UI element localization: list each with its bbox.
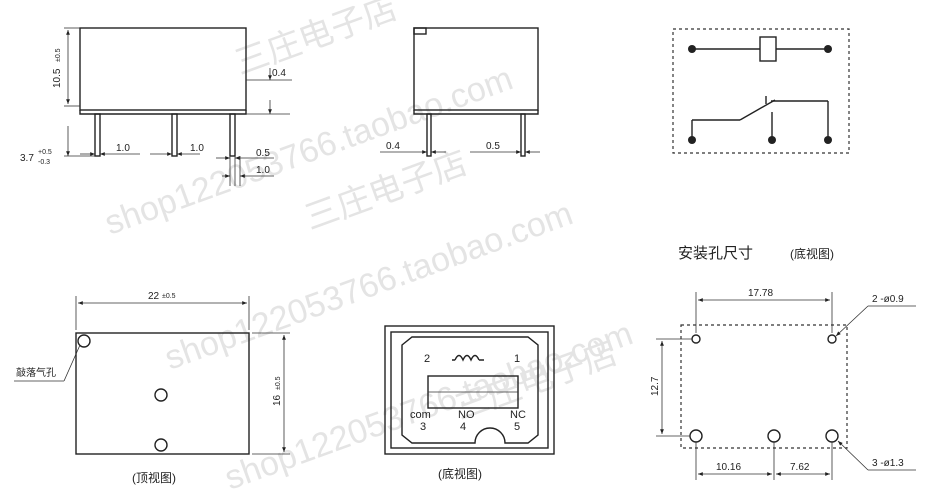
pin2-label: 2 [424,353,430,365]
relay-schematic [672,28,850,154]
pin4-label: 4 [460,421,466,433]
height-tol: ±0.5 [55,48,62,62]
bottom-view: 2 1 com NO NC 3 4 5 (底视图) [384,325,555,481]
pin-tol-minus: -0.3 [38,159,50,166]
pin-width-label: 0.5 [256,148,270,159]
pin1-label: 1 [514,353,520,365]
pin [171,113,178,157]
pin-tol-plus: +0.5 [38,149,52,156]
height-label: 10.5 [52,68,63,88]
large-hole [825,429,839,443]
pitch-a-label: 1.0 [116,143,130,154]
pin [94,113,101,157]
com-label: com [410,409,431,421]
relay-body-top [75,332,250,455]
top-view: 22 ±0.5 16 ±0.5 敲落气孔 (顶视图) [14,291,290,485]
hole-layout-subtitle: (底视图) [790,246,834,261]
hole-layout: 安装孔尺寸 (底视图) 17.78 2 -ø0.9 12.7 10.16 7.6… [650,245,916,480]
watermark: shop122053766.taobao.com shop122053766.t… [100,0,638,498]
pitch-b-label: 1.0 [190,143,204,154]
mark-hole [154,438,168,452]
pin-width2-label: 1.0 [256,165,270,176]
top-height-tol: ±0.5 [275,376,282,390]
pin [229,113,236,157]
pin3-label: 3 [420,421,426,433]
top-width-label: 22 [148,291,160,302]
top-span-label: 17.78 [748,288,773,299]
coil-symbol [759,36,777,62]
watermark-text: 三庄电子店 [230,0,403,83]
relay-body-bottom [384,325,555,455]
mark-hole [154,388,168,402]
bottom-caption: (底视图) [438,466,482,481]
relay-body-end [413,27,539,111]
large-holes-label: 3 -ø1.3 [872,458,904,469]
no-label: NO [458,409,475,421]
coil-symbol [452,354,484,362]
switch-arm [739,99,776,121]
span-left-label: 10.16 [716,462,741,473]
small-hole [691,334,701,344]
watermark-text: shop122053766.taobao.com [160,194,578,377]
pin5-label: 5 [514,421,520,433]
relay-base-side [79,110,247,115]
vent-label: 敲落气孔 [16,366,56,379]
large-hole [689,429,703,443]
top-width-tol: ±0.5 [162,293,176,300]
thickness-label: 0.4 [272,68,286,79]
small-hole [827,334,837,344]
relay-body-side [79,27,247,111]
hole-layout-title: 安装孔尺寸 [678,245,753,262]
end-view: 0.4 0.5 [380,27,540,157]
end-pin-width-label: 0.5 [486,141,500,152]
span-right-label: 7.62 [790,462,810,473]
top-caption: (顶视图) [132,470,176,485]
pin [426,113,432,157]
vent-hole [77,334,91,348]
nc-label: NC [510,409,526,421]
end-thickness-label: 0.4 [386,141,400,152]
top-height-label: 16 [272,394,283,406]
hole-height-label: 12.7 [650,376,661,396]
pin-length-label: 3.7 [20,153,34,164]
pin [520,113,526,157]
side-view: 10.5 ±0.5 3.7 +0.5 -0.3 1.0 1.0 0.4 0.5 … [20,27,292,186]
large-hole [767,429,781,443]
small-holes-label: 2 -ø0.9 [872,294,904,305]
